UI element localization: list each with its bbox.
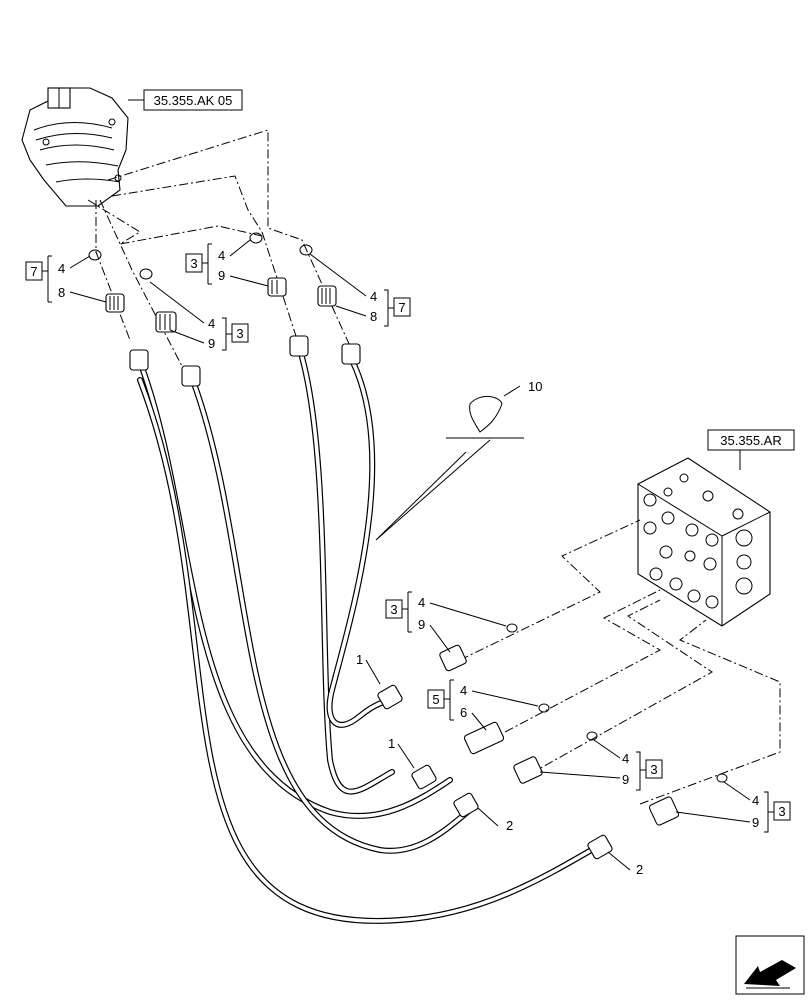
callout-5-b: 9	[418, 617, 425, 632]
hose-1-lower-label: 1	[388, 736, 395, 751]
callout-group-8: 4 9 3	[675, 781, 791, 833]
hose-end-nuts	[129, 335, 613, 860]
callout-1-b: 8	[58, 285, 65, 300]
hose-1-upper-label: 1	[356, 652, 363, 667]
item-10-label: 10	[528, 379, 542, 394]
callout-group-3: 3 4 9	[185, 239, 269, 287]
callout-6-box: 5	[432, 692, 439, 707]
ref-tag-pilot-control-text: 35.355.AK 05	[154, 93, 233, 108]
fitting-mid	[249, 232, 287, 297]
callout-8-b: 9	[752, 815, 759, 830]
callout-group-5: 3 4 9	[385, 591, 507, 653]
ref-tag-main-valve-text: 35.355.AR	[720, 433, 781, 448]
item-10-clip: 10	[375, 379, 542, 541]
callout-7-box: 3	[650, 762, 657, 777]
next-page-arrow-icon[interactable]	[735, 935, 805, 995]
callout-8-a: 4	[752, 793, 759, 808]
callout-4-a: 4	[370, 289, 377, 304]
callout-2-a: 4	[208, 316, 215, 331]
callout-1-box: 7	[30, 264, 37, 279]
valve-side-fittings	[439, 623, 728, 826]
callout-7-a: 4	[622, 751, 629, 766]
callout-7-b: 9	[622, 772, 629, 787]
callout-5-box: 3	[390, 602, 397, 617]
callout-2-box: 3	[236, 326, 243, 341]
callout-4-box: 7	[398, 300, 405, 315]
valve-port-centerlines	[459, 519, 781, 805]
callout-6-b: 6	[460, 705, 467, 720]
callout-2-b: 9	[208, 336, 215, 351]
callout-group-4: 4 8 7	[309, 253, 411, 327]
callout-3-b: 9	[218, 268, 225, 283]
hose-2-lower-label: 2	[636, 862, 643, 877]
callout-group-6: 5 4 6	[427, 679, 539, 731]
ref-tag-pilot-control: 35.355.AK 05	[128, 89, 243, 111]
ref-tag-main-valve: 35.355.AR	[707, 429, 795, 470]
hose-2-upper-label: 2	[506, 818, 513, 833]
hose-labels: 1 1 2 2	[356, 652, 643, 877]
callout-5-a: 4	[418, 595, 425, 610]
fitting-left-2	[139, 268, 177, 333]
callout-3-box: 3	[190, 256, 197, 271]
callout-group-1: 7 4 8	[25, 255, 107, 303]
hoses	[137, 347, 603, 924]
callout-4-b: 8	[370, 309, 377, 324]
fitting-left-1	[88, 249, 125, 313]
callout-3-a: 4	[218, 248, 225, 263]
callout-group-2: 4 9 3	[149, 281, 249, 351]
main-valve-block	[637, 457, 771, 627]
fitting-right	[299, 244, 337, 307]
callout-8-box: 3	[778, 804, 785, 819]
pilot-control-valve	[21, 87, 129, 207]
callout-group-7: 4 9 3	[539, 739, 663, 791]
callout-6-a: 4	[460, 683, 467, 698]
callout-1-a: 4	[58, 261, 65, 276]
